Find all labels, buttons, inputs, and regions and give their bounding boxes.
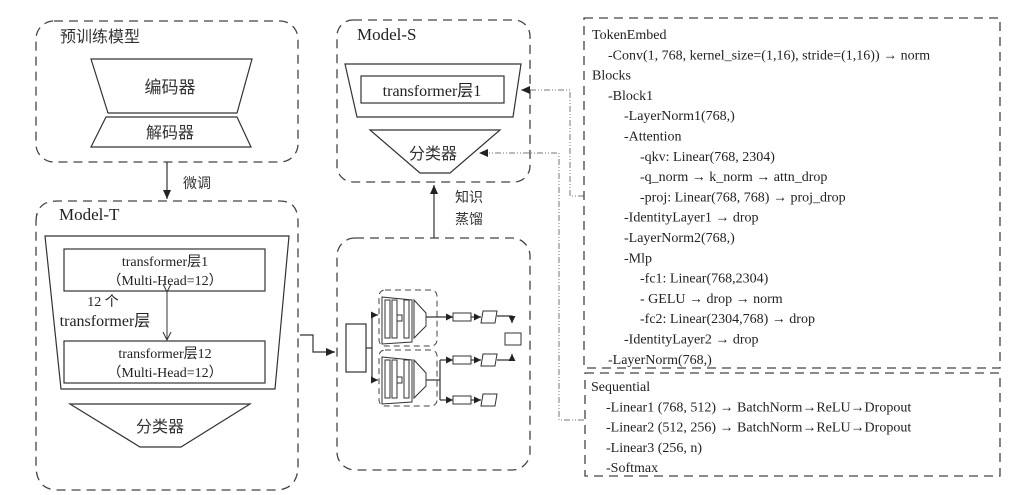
code-line: - GELU → drop → norm bbox=[640, 292, 783, 307]
pretrained-model-title: 预训练模型 bbox=[60, 27, 140, 46]
model-t-title: Model-T bbox=[59, 205, 120, 224]
code-line: Sequential bbox=[591, 380, 650, 395]
code-line: -Linear3 (256, n) bbox=[606, 441, 702, 456]
code-line: -Conv(1, 768, kernel_size=(1,16), stride… bbox=[608, 48, 930, 63]
spec-panel-frame bbox=[583, 17, 1001, 369]
model-s-frame bbox=[336, 19, 531, 183]
ensemble-frame bbox=[336, 237, 531, 471]
model-s-classifier-label: 分类器 bbox=[409, 144, 457, 163]
aggregation-block bbox=[504, 332, 522, 346]
transformer-layer-1-heads: （Multi-Head=12） bbox=[107, 273, 222, 289]
layer-count-sublabel: transformer层 bbox=[60, 313, 151, 330]
distillation-label-line1: 知识 bbox=[455, 189, 483, 206]
sequential-panel-frame bbox=[584, 372, 1001, 477]
ensemble-group bbox=[336, 237, 531, 471]
code-line: -Linear1 (768, 512) → BatchNorm→ReLU→Dro… bbox=[606, 400, 911, 415]
code-line: -proj: Linear(768, 768) → proj_drop bbox=[640, 190, 846, 205]
code-line: -LayerNorm2(768,) bbox=[624, 231, 735, 246]
teacher-submodel-upper bbox=[378, 289, 438, 347]
layer-count-label: 12 个 bbox=[87, 294, 119, 310]
transformer-layer-12-name: transformer层12 bbox=[118, 347, 211, 362]
model-s-transformer-layer-label: transformer层1 bbox=[383, 83, 482, 100]
code-line: -Softmax bbox=[606, 461, 658, 476]
teacher-to-ensemble-connector bbox=[300, 334, 335, 356]
code-line: -IdentityLayer2 → drop bbox=[624, 333, 759, 348]
distillation-label-line2: 蒸馏 bbox=[455, 212, 483, 228]
model-s-transformer-layer-box bbox=[360, 75, 505, 104]
decoder-block bbox=[90, 116, 252, 148]
teacher-submodel-lower bbox=[378, 349, 438, 407]
spec-to-transformer-connector bbox=[521, 86, 584, 197]
transformer-layer-12-heads: （Multi-Head=12） bbox=[107, 365, 222, 381]
model-s-group: Model-S transformer层1 分类器 bbox=[336, 19, 531, 183]
code-line: -fc2: Linear(2304,768) → drop bbox=[640, 312, 815, 327]
code-line: -fc1: Linear(768,2304) bbox=[640, 272, 769, 287]
code-line: -Linear2 (512, 256) → BatchNorm→ReLU→Dro… bbox=[606, 421, 911, 436]
code-line: -LayerNorm(768,) bbox=[608, 353, 712, 368]
encoder-label: 编码器 bbox=[145, 78, 196, 98]
code-line: Blocks bbox=[592, 69, 631, 84]
finetune-label: 微调 bbox=[183, 176, 211, 192]
sequential-panel-lines: Sequential -Linear1 (768, 512) → BatchNor… bbox=[591, 380, 911, 476]
model-s-title: Model-S bbox=[357, 25, 417, 44]
transformer-layer-1-name: transformer层1 bbox=[122, 255, 208, 270]
model-t-frame bbox=[35, 200, 299, 491]
decoder-label: 解码器 bbox=[146, 123, 194, 142]
sequential-to-classifier-connector bbox=[479, 149, 584, 421]
model-t-group: Model-T transformer层1 （Multi-Head=12） 12… bbox=[35, 200, 299, 491]
code-line: -Mlp bbox=[624, 251, 652, 266]
pretrained-model-group: 预训练模型 编码器 解码器 bbox=[35, 20, 299, 163]
code-line: -Block1 bbox=[608, 89, 653, 104]
spec-panel: TokenEmbed -Conv(1, 768, kernel_size=(1,1… bbox=[583, 17, 1001, 369]
spec-panel-lines: TokenEmbed -Conv(1, 768, kernel_size=(1,1… bbox=[592, 28, 930, 368]
code-line: -q_norm → k_norm → attn_drop bbox=[640, 170, 827, 185]
code-line: TokenEmbed bbox=[592, 28, 666, 43]
input-block bbox=[345, 323, 367, 373]
code-line: -IdentityLayer1 → drop bbox=[624, 211, 759, 226]
code-line: -LayerNorm1(768,) bbox=[624, 109, 735, 124]
code-line: -qkv: Linear(768, 2304) bbox=[640, 150, 775, 165]
encoder-block bbox=[90, 58, 253, 114]
sequential-panel: Sequential -Linear1 (768, 512) → BatchNor… bbox=[584, 372, 1001, 477]
code-line: -Attention bbox=[624, 130, 682, 145]
transformer-layer-12-box bbox=[63, 340, 266, 384]
model-t-classifier-label: 分类器 bbox=[136, 417, 184, 436]
model-t-classifier-block bbox=[67, 403, 253, 448]
model-s-classifier-block bbox=[368, 129, 502, 174]
